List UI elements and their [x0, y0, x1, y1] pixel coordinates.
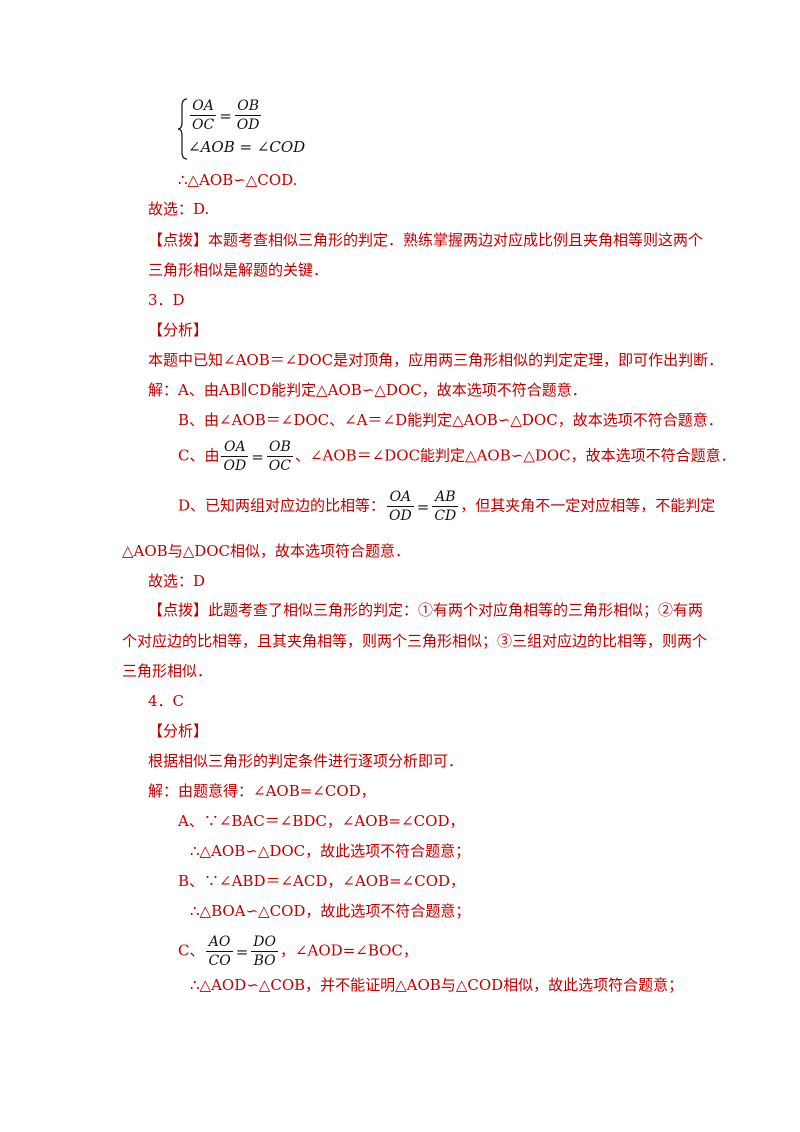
q3-solution-a: 解：A、由AB∥CD能判定△AOB∽△DOC，故本选项不符合题意． [148, 381, 587, 399]
q3-tip-line-3: 三角形相似． [122, 662, 213, 680]
q3-solution-d-cont: △AOB与△DOC相似，故本选项符合题意． [122, 542, 411, 560]
q3-analysis-tag: 【分析】 [148, 321, 209, 339]
q4-analysis-tag: 【分析】 [148, 722, 209, 740]
q3-solution-b: B、由∠AOB＝∠DOC、∠A＝∠D能判定△AOB∽△DOC，故本选项不符合题意… [178, 411, 723, 429]
q2-conclusion: ∴△AOB∽△COD. [178, 171, 298, 189]
q4-solution-intro: 解：由题意得：∠AOB=∠COD， [148, 782, 376, 800]
q3-tip-line-1: 【点拨】此题考查了相似三角形的判定：①有两个对应角相等的三角形相似；②有两 [148, 601, 704, 619]
left-brace [178, 98, 188, 160]
angle-equation: ∠AOB = ∠COD [188, 138, 306, 156]
q2-tip-line-1: 【点拨】本题考查相似三角形的判定．熟练掌握两边对应成比例且夹角相等则这两个 [148, 231, 704, 249]
q3-answer: 故选：D [148, 572, 206, 590]
q3-analysis-text: 本题中已知∠AOB＝∠DOC是对顶角，应用两三角形相似的判定定理，即可作出判断． [148, 351, 724, 369]
q4-analysis-text: 根据相似三角形的判定条件进行逐项分析即可． [148, 752, 464, 770]
q2-answer: 故选：D. [148, 200, 210, 218]
q2-tip-line-2: 三角形相似是解题的关键． [148, 261, 329, 279]
q4-number: 4．C [148, 692, 185, 710]
q4-option-b: B、∵∠ABD＝∠ACD，∠AOB=∠COD， [178, 872, 466, 890]
q4-option-a: A、∵∠BAC＝∠BDC，∠AOB=∠COD， [178, 812, 465, 830]
q4-option-a-conclusion: ∴△AOB∽△DOC，故此选项不符合题意； [190, 842, 471, 860]
q3-tip-line-2: 个对应边的比相等，且其夹角相等，则两个三角形相似；③三组对应边的比相等，则两个 [122, 632, 708, 650]
q4-option-b-conclusion: ∴△BOA∽△COD，故此选项不符合题意； [190, 902, 471, 920]
q3-number: 3．D [148, 291, 185, 309]
q4-option-c-conclusion: ∴△AOD∽△COB，并不能证明△AOB与△COD相似，故此选项符合题意； [190, 976, 684, 994]
